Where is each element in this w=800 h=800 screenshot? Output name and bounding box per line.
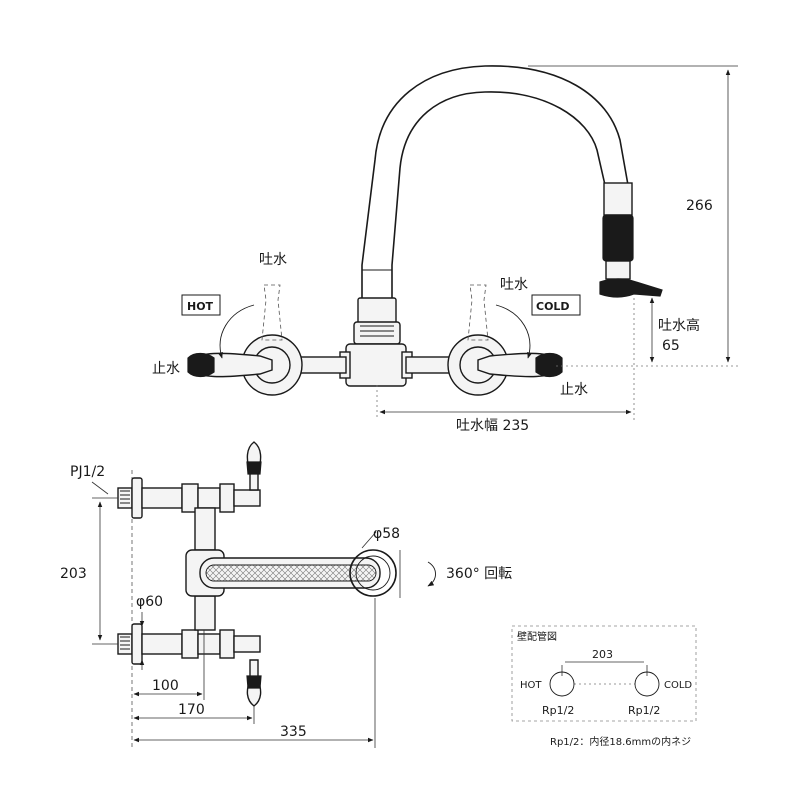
upper-inlet xyxy=(117,441,262,519)
wall-piping-rp-right: Rp1/2 xyxy=(628,704,660,717)
spout-width: 吐水幅 235 xyxy=(456,418,529,434)
front-view: 吐水 吐水 HOT COLD 止水 止水 266 吐水高 65 吐水幅 235 xyxy=(152,65,740,434)
cold-valve xyxy=(447,284,563,396)
stop-label-right: 止水 xyxy=(560,382,588,398)
dim-203-value: 203 xyxy=(60,566,87,582)
hot-pipe-circle xyxy=(549,671,575,697)
plan-view: PJ1/2 203 φ58 360° 回転 φ60 100 xyxy=(60,441,512,750)
dia-58-value: φ58 xyxy=(373,526,400,542)
spout-height-label: 吐水高 xyxy=(658,317,700,334)
dim-170-value: 170 xyxy=(178,702,205,718)
stop-label-left: 止水 xyxy=(152,361,180,377)
dim-203: 203 xyxy=(60,497,118,645)
gooseneck-spout xyxy=(361,65,629,298)
hot-label: HOT xyxy=(187,300,214,313)
wall-piping-spacing: 203 xyxy=(592,648,613,661)
spout-label-left: 吐水 xyxy=(259,252,287,268)
spout-label-right: 吐水 xyxy=(500,277,528,293)
wall-piping-note: Rp1/2：内径18.6mmの内ネジ xyxy=(550,735,691,748)
hot-valve xyxy=(187,284,303,396)
cold-label: COLD xyxy=(536,300,570,313)
cold-pipe-circle xyxy=(634,671,660,697)
spout-width-dimension: 吐水幅 235 xyxy=(376,385,632,434)
wall-piping-hot: HOT xyxy=(520,680,542,691)
plan-spout xyxy=(199,549,397,597)
dia-60-value: φ60 xyxy=(136,594,163,610)
spout-height-dimension: 吐水高 65 xyxy=(633,297,700,420)
dim-335: 335 xyxy=(133,598,376,748)
hot-label-box xyxy=(181,294,221,316)
dia-58: φ58 xyxy=(361,526,401,598)
dim-170: 170 xyxy=(133,702,255,724)
dim-100-value: 100 xyxy=(152,678,179,694)
wall-piping-diagram: 壁配管図 203 HOT COLD Rp1/2 Rp1/2 Rp1/2：内径18… xyxy=(511,625,697,748)
pj-label: PJ1/2 xyxy=(70,464,105,480)
spout-height-value: 65 xyxy=(662,338,680,354)
dim-100: 100 xyxy=(133,630,205,700)
height-dimension: 266 xyxy=(528,65,740,367)
wall-piping-rp-left: Rp1/2 xyxy=(542,704,574,717)
wall-piping-title: 壁配管図 xyxy=(517,630,557,643)
wall-piping-cold: COLD xyxy=(664,680,692,691)
cold-label-box xyxy=(531,294,581,316)
lower-inlet xyxy=(117,623,262,707)
height-266: 266 xyxy=(686,198,713,214)
dim-335-value: 335 xyxy=(280,724,307,740)
spray-head xyxy=(599,182,663,298)
rotation-label: 360° 回転 xyxy=(446,566,512,582)
spout-base xyxy=(339,297,413,387)
